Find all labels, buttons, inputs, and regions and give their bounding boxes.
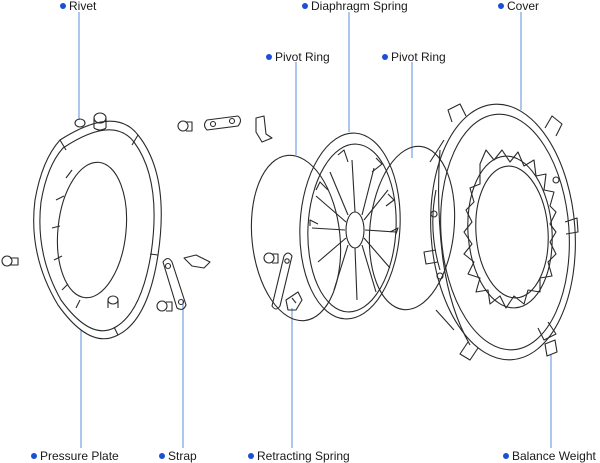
leader-lines — [78, 12, 552, 448]
bullet-icon — [266, 54, 272, 60]
label-strap: Strap — [159, 449, 197, 463]
pressure-plate — [33, 112, 162, 340]
label-rivet-text: Rivet — [69, 0, 97, 13]
bullet-icon — [302, 3, 308, 9]
bullet-icon — [248, 453, 254, 459]
label-retracting-spring: Retracting Spring — [248, 449, 350, 463]
label-cover-text: Cover — [507, 0, 540, 13]
retracting-spring — [271, 252, 303, 311]
bullet-icon — [31, 453, 37, 459]
label-balance-weight-text: Balance Weight — [512, 449, 596, 463]
pivot-ring-right — [368, 145, 456, 311]
label-pivot-ring-left-text: Pivot Ring — [275, 50, 330, 64]
bullet-icon — [382, 54, 388, 60]
diaphragm-spring — [299, 132, 401, 320]
label-cover: Cover — [498, 0, 539, 13]
bullet-icon — [498, 3, 504, 9]
label-pivot-ring-right-text: Pivot Ring — [391, 50, 446, 64]
label-strap-text: Strap — [168, 449, 197, 463]
strap-parts — [162, 115, 273, 310]
label-rivet: Rivet — [60, 0, 96, 13]
balance-weight — [544, 339, 558, 357]
bullet-icon — [60, 3, 66, 9]
bullet-icon — [503, 453, 509, 459]
cover — [423, 103, 579, 361]
label-pivot-ring-left: Pivot Ring — [266, 50, 330, 64]
label-pressure-plate: Pressure Plate — [31, 449, 119, 463]
label-balance-weight: Balance Weight — [503, 449, 596, 463]
bullet-icon — [159, 453, 165, 459]
label-diaphragm-spring: Diaphragm Spring — [302, 0, 408, 13]
pivot-ring-left — [250, 154, 342, 322]
rivet-parts — [1, 120, 279, 312]
label-pressure-plate-text: Pressure Plate — [40, 449, 119, 463]
label-diaphragm-spring-text: Diaphragm Spring — [311, 0, 408, 13]
label-retracting-spring-text: Retracting Spring — [257, 449, 350, 463]
label-pivot-ring-right: Pivot Ring — [382, 50, 446, 64]
